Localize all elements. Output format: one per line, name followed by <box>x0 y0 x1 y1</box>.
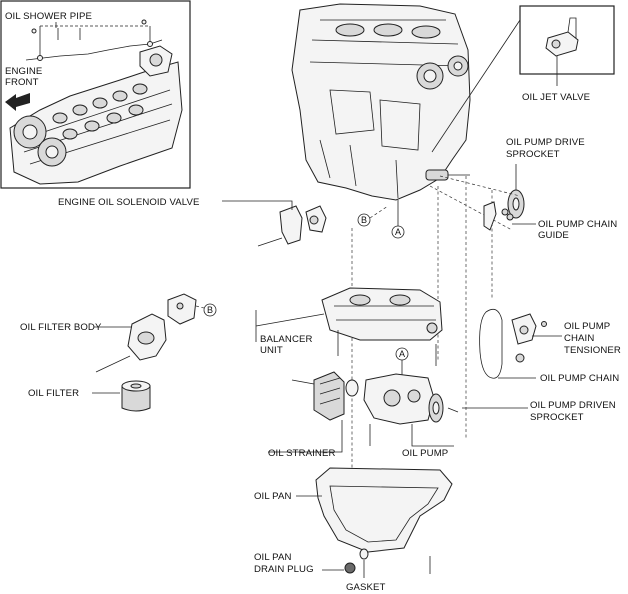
oil-jet-valve-inset: OIL JET VALVE <box>431 5 615 153</box>
label-oil-pump-drive-sprocket-1: OIL PUMP DRIVE <box>506 137 585 148</box>
callout-a-pump: A <box>395 347 409 380</box>
cylinder-head <box>9 45 183 185</box>
cylinder-block <box>291 3 471 201</box>
label-oil-filter: OIL FILTER <box>28 388 79 399</box>
label-oil-pump-chain-tensioner-1: OIL PUMP <box>564 321 610 332</box>
label-oil-pump-drive-sprocket-2: SPROCKET <box>506 149 560 160</box>
callout-a-text: A <box>395 227 401 237</box>
oil-pan-drain-plug: OIL PAN DRAIN PLUG <box>254 552 356 575</box>
label-oil-pump-chain-guide-2: GUIDE <box>538 230 569 241</box>
oil-pump-chain: OIL PUMP CHAIN <box>479 308 619 384</box>
label-engine-oil-solenoid-valve: ENGINE OIL SOLENOID VALVE <box>58 197 199 208</box>
label-engine-front-1: ENGINE <box>5 66 42 77</box>
label-oil-strainer: OIL STRAINER <box>268 448 335 459</box>
oil-pump-driven-sprocket: OIL PUMP DRIVEN SPROCKET <box>428 393 616 423</box>
engine-front-arrow <box>5 93 30 111</box>
label-oil-jet-valve: OIL JET VALVE <box>522 92 590 103</box>
oil-pump: OIL PUMP <box>363 373 454 459</box>
oil-shower-pipe <box>25 19 163 61</box>
callout-b-text-2: B <box>207 305 213 315</box>
label-oil-pan: OIL PAN <box>254 491 292 502</box>
label-oil-shower-pipe: OIL SHOWER PIPE <box>5 11 92 22</box>
oil-pump-drive-sprocket: OIL PUMP DRIVE SPROCKET <box>506 137 585 219</box>
label-balancer-unit-1: BALANCER <box>260 334 313 345</box>
label-engine-front-2: FRONT <box>5 77 39 88</box>
label-oil-pump-driven-sprocket-1: OIL PUMP DRIVEN <box>530 400 616 411</box>
engine-oil-solenoid-valve: ENGINE OIL SOLENOID VALVE <box>58 197 327 247</box>
label-gasket: GASKET <box>346 582 386 593</box>
label-oil-pump-chain: OIL PUMP CHAIN <box>540 373 619 384</box>
label-oil-pump-chain-guide-1: OIL PUMP CHAIN <box>538 219 617 230</box>
inset-cylinder-head-view: OIL SHOWER PIPE ENGINE FRONT <box>0 0 191 189</box>
callout-a-block: A <box>391 200 405 239</box>
label-oil-pump: OIL PUMP <box>402 448 448 459</box>
gasket: GASKET <box>346 548 386 593</box>
oil-pump-chain-guide: OIL PUMP CHAIN GUIDE <box>483 201 617 241</box>
label-oil-pan-drain-plug-1: OIL PAN <box>254 552 292 563</box>
oil-filter: OIL FILTER <box>28 380 151 412</box>
balancer-unit: BALANCER UNIT <box>255 287 443 366</box>
callout-b-text: B <box>361 215 367 225</box>
label-oil-pan-drain-plug-2: DRAIN PLUG <box>254 564 314 575</box>
label-balancer-unit-2: UNIT <box>260 345 283 356</box>
callout-a-text-2: A <box>399 349 405 359</box>
oil-pump-chain-tensioner: OIL PUMP CHAIN TENSIONER <box>511 313 621 363</box>
callout-b-block: B <box>357 205 389 227</box>
label-oil-pump-driven-sprocket-2: SPROCKET <box>530 412 584 423</box>
label-oil-pump-chain-tensioner-3: TENSIONER <box>564 345 621 356</box>
oil-strainer: OIL STRAINER <box>268 371 359 459</box>
oil-pan: OIL PAN <box>254 467 453 574</box>
callout-b-filter: B <box>195 303 217 317</box>
label-oil-pump-chain-tensioner-2: CHAIN <box>564 333 594 344</box>
label-oil-filter-body: OIL FILTER BODY <box>20 322 102 333</box>
oil-filter-body: OIL FILTER BODY <box>20 293 197 373</box>
